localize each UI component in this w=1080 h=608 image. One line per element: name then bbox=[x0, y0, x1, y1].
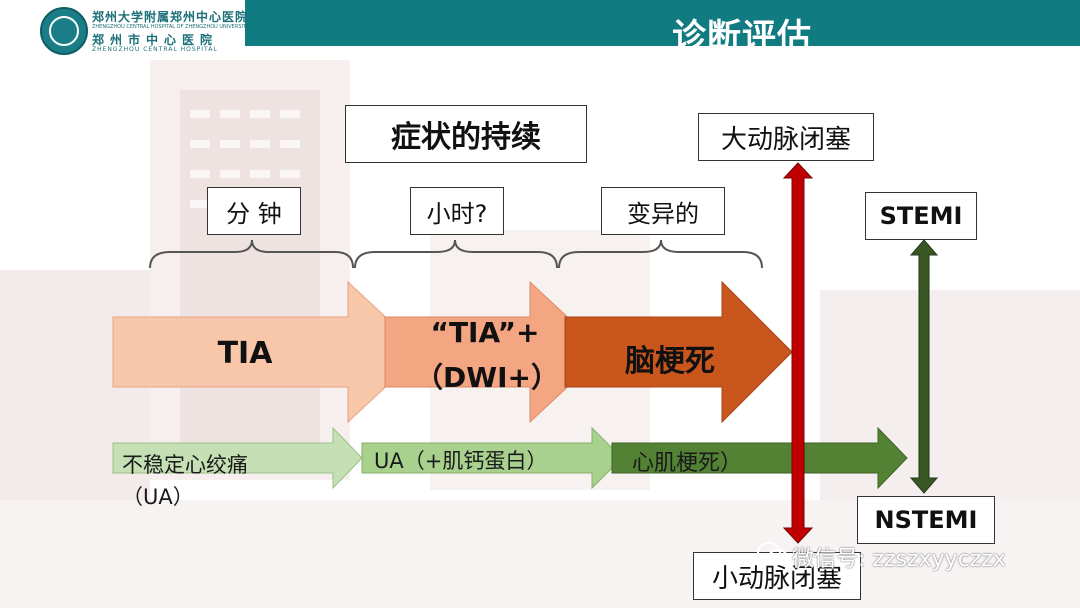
arrow-infarct-label: 脑梗死 bbox=[625, 344, 715, 379]
duration-label: 症状的持续 bbox=[345, 105, 587, 163]
arrow-mi bbox=[611, 426, 908, 490]
arrow-ua-label-line2: （UA） bbox=[122, 485, 194, 509]
nstemi-label: NSTEMI bbox=[857, 496, 995, 544]
arrow-tia-label: TIA bbox=[217, 336, 273, 371]
arrow-mi-label: 心肌梗死） bbox=[632, 451, 743, 476]
watermark-text: 微信号: zzszxyyczzx bbox=[792, 547, 1006, 572]
red-double-arrow bbox=[782, 162, 814, 544]
time-label-variable: 变异的 bbox=[601, 187, 725, 235]
arrow-ua-troponin bbox=[361, 426, 623, 490]
logo-name-en: ZHENGZHOU CENTRAL HOSPITAL OF ZHENGZHOU … bbox=[92, 24, 250, 30]
brace-minutes bbox=[149, 239, 354, 269]
brace-hours bbox=[354, 239, 558, 269]
logo-name-en-2: ZHENGZHOU CENTRAL HOSPITAL bbox=[92, 46, 218, 53]
arrow-infarct bbox=[564, 280, 793, 424]
arrow-tia-dwi-label-line2: （DWI+） bbox=[415, 361, 560, 394]
small-artery-occlusion-label: 小动脉闭塞 bbox=[693, 552, 861, 600]
time-label-minutes: 分 钟 bbox=[207, 187, 301, 235]
arrow-ua-troponin-label: UA（+肌钙蛋白） bbox=[374, 449, 548, 473]
green-double-arrow bbox=[909, 239, 939, 494]
arrow-ua-label-line1: 不稳定心绞痛 bbox=[122, 453, 248, 477]
large-artery-occlusion-label: 大动脉闭塞 bbox=[698, 113, 874, 161]
slide-title: 诊断评估 bbox=[672, 17, 812, 57]
time-label-hours: 小时? bbox=[410, 187, 504, 235]
wechat-icon bbox=[757, 542, 788, 565]
logo-name-cn: 郑州大学附属郑州中心医院 bbox=[92, 10, 249, 24]
arrow-tia-dwi-label-line1: “TIA”+ bbox=[430, 316, 540, 349]
hospital-emblem-icon bbox=[40, 7, 88, 55]
arrow-ua bbox=[112, 426, 363, 490]
logo-name-cn-2: 郑州市中心医院 bbox=[92, 33, 219, 47]
stemi-label: STEMI bbox=[865, 192, 977, 240]
brace-variable bbox=[558, 239, 763, 269]
hospital-logo: 郑州大学附属郑州中心医院 ZHENGZHOU CENTRAL HOSPITAL … bbox=[0, 0, 249, 58]
